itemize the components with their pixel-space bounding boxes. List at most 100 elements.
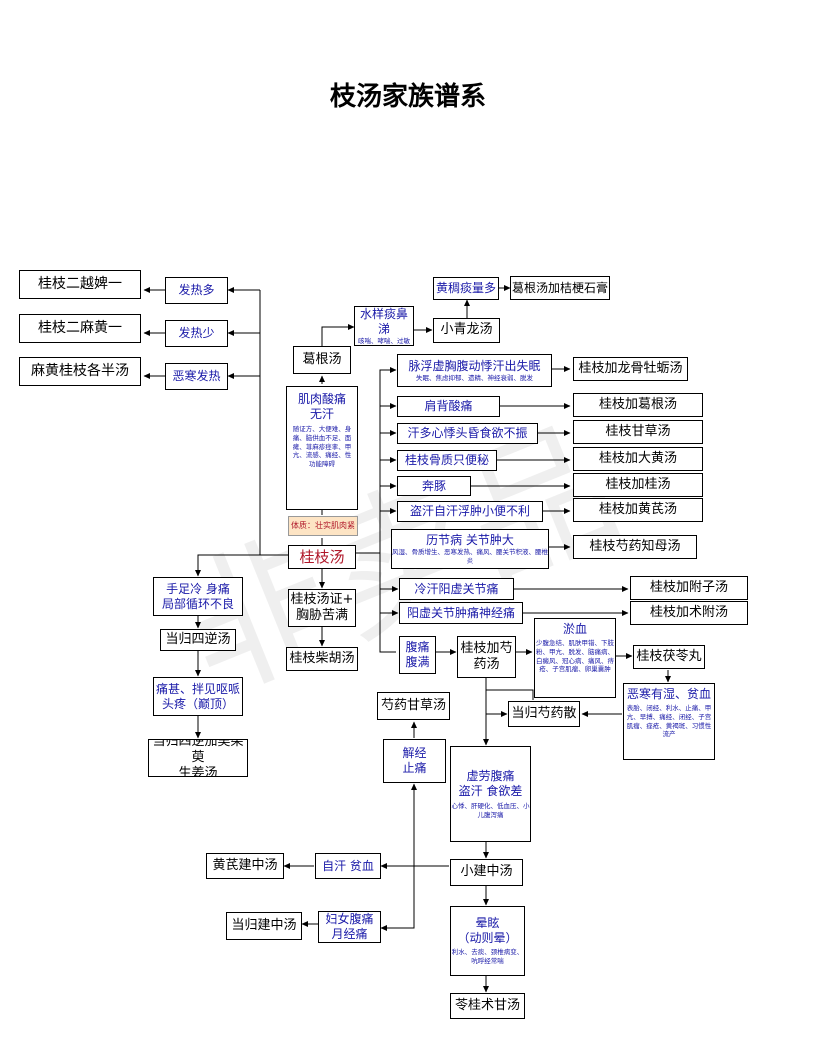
mai-fu-notes: 失眠、焦虑抑郁、遗精、神经衰弱、脱发 bbox=[416, 373, 533, 382]
shui-yang-notes: 咳喘、哮喘、过敏 bbox=[358, 336, 410, 345]
box-long-gu-mu-li: 桂枝加龙骨牡蛎汤 bbox=[573, 357, 688, 381]
label: 麻黄桂枝各半汤 bbox=[31, 362, 129, 379]
label: 自汗 贫血 bbox=[322, 858, 374, 873]
box-shao-yao-zhi-mu: 桂枝芍药知母汤 bbox=[573, 535, 697, 559]
mai-fu-main: 脉浮虚胸腹动悸汗出失眠 bbox=[408, 358, 541, 373]
ji-rou-main: 肌肉酸痛 bbox=[297, 392, 346, 406]
box-chai-hu-tang: 桂枝柴胡汤 bbox=[286, 647, 358, 671]
label: 奔豚 bbox=[421, 478, 446, 493]
label: 桂枝加桂汤 bbox=[605, 476, 671, 492]
box-ma-huang-gui-zhi-ge-ban: 麻黄桂枝各半汤 bbox=[19, 357, 141, 386]
label: 葛根汤加桔梗石膏 bbox=[511, 280, 608, 295]
fu-tong-line1: 腹痛 bbox=[405, 640, 430, 654]
label: 芍药甘草汤 bbox=[380, 697, 446, 713]
box-ling-gui-zhu-gan: 苓桂术甘汤 bbox=[450, 993, 525, 1019]
box-gui-zhi-er-ma-huang-yi: 桂枝二麻黄一 bbox=[19, 314, 141, 343]
label: 体质：壮实肌肉紧 bbox=[291, 521, 355, 530]
label: 葛根汤 bbox=[302, 351, 342, 367]
tong-shen-line1: 痛甚、拌见呕哌 bbox=[155, 681, 240, 696]
box-ji-rou-suan-tong: 肌肉酸痛 无汗 随证方、大便难、身痛、脑供血不足、面瘫、荨麻疹痉挛、甲亢、流感、… bbox=[286, 386, 358, 510]
wu-han-shi-notes: 表胎、闭经、利水、止痛、甲亢、早搏、痛经、闭经、子宫肌瘤、痤疮、黄褐斑、习惯性流… bbox=[626, 704, 712, 739]
label: 阳虚关节肿痛神经痛 bbox=[406, 605, 515, 620]
box-jie-jing-zhi-tong: 解经 止痛 bbox=[383, 739, 446, 783]
box-gui-zhi-er-yue-bi-yi: 桂枝二越婢一 bbox=[19, 270, 141, 299]
xu-lao-notes: 心悸、肝硬化、低血压、小儿腹泻痛 bbox=[451, 801, 530, 819]
box-yang-xu-zhong-tong: 阳虚关节肿痛神经痛 bbox=[399, 602, 523, 624]
box-fu-nv-fu-tong: 妇女腹痛 月经痛 bbox=[318, 911, 381, 943]
label: 桂枝芍药知母汤 bbox=[589, 538, 681, 554]
ji-rou-sub: 无汗 bbox=[309, 407, 334, 421]
label: 桂枝加龙骨牡蛎汤 bbox=[578, 360, 683, 376]
label: 发热少 bbox=[178, 326, 215, 340]
box-fa-re-shao: 发热少 bbox=[165, 320, 228, 347]
label: 桂枝汤 bbox=[299, 547, 345, 566]
label: 桂枝加附子汤 bbox=[649, 579, 728, 595]
jia-shao-line2: 药汤 bbox=[473, 657, 500, 672]
label: 肩背酸痛 bbox=[424, 399, 473, 413]
label: 桂枝加葛根汤 bbox=[598, 396, 677, 412]
label: 桂枝二越婢一 bbox=[38, 275, 122, 292]
box-ge-gen-jia-jie-geng: 葛根汤加桔梗石膏 bbox=[510, 276, 610, 300]
xu-lao-line1: 虚劳腹痛 bbox=[466, 768, 515, 783]
fu-nv-line2: 月经痛 bbox=[331, 927, 368, 941]
box-huang-chou-tan: 黄稠痰量多 bbox=[433, 277, 499, 300]
fu-tong-line2: 腹满 bbox=[405, 655, 430, 669]
wu-zhu-yu-line1: 当归四逆加吴茱萸 bbox=[152, 739, 244, 765]
wu-zhu-yu-line2: 生姜汤 bbox=[178, 766, 218, 777]
box-xu-lao-fu-tong: 虚劳腹痛 盗汗 食欲差 心悸、肝硬化、低血压、小儿腹泻痛 bbox=[450, 746, 531, 842]
box-gui-zhi-tang: 桂枝汤 bbox=[288, 545, 356, 569]
label: 桂枝柴胡汤 bbox=[289, 650, 355, 666]
box-dang-gui-jian-zhong: 当归建中汤 bbox=[226, 912, 302, 940]
label: 冷汗阳虚关节痛 bbox=[414, 581, 499, 596]
label: 桂枝加大黄汤 bbox=[598, 450, 677, 466]
box-yu-xue: 淤血 少腹急结、肌肤甲错、下肢粉、甲亢、脱发、脑痛病、白癜风、冠心病、痛风、痔疮… bbox=[534, 618, 616, 698]
label: 小建中汤 bbox=[460, 864, 513, 880]
box-han-duo-xin-ji: 汗多心悸头昏食欲不振 bbox=[397, 423, 538, 444]
label: 桂枝加黄芪汤 bbox=[598, 501, 677, 517]
box-wu-han-you-shi: 恶寒有湿、贫血 表胎、闭经、利水、止痛、甲亢、早搏、痛经、闭经、子宫肌瘤、痤疮、… bbox=[623, 683, 715, 760]
box-gu-zhi-bian-mi: 桂枝骨质只便秘 bbox=[397, 450, 497, 471]
box-jia-gui-tang: 桂枝加桂汤 bbox=[573, 473, 703, 497]
box-wu-han-fa-re: 恶寒发热 bbox=[165, 363, 228, 390]
label: 盗汗自汗浮肿小便不利 bbox=[409, 504, 530, 518]
box-xiao-qing-long-tang: 小青龙汤 bbox=[433, 318, 500, 343]
box-huang-qi-tang: 桂枝加黄芪汤 bbox=[573, 498, 703, 522]
box-fu-tong-fu-man: 腹痛 腹满 bbox=[399, 636, 436, 674]
jia-shao-line1: 桂枝加芍 bbox=[460, 640, 513, 656]
yun-xuan-line2: （动则晕） bbox=[457, 931, 518, 946]
box-xiong-xie-ku-man: 桂枝汤证+ 胸胁苦满 bbox=[288, 589, 356, 627]
label: 黄芪建中汤 bbox=[212, 857, 278, 873]
box-li-jie-bing: 历节病 关节肿大 风湿、骨质增生、恶寒发热、痛风、腰关节积液、腰椎炎 bbox=[391, 529, 549, 569]
label: 桂枝骨质只便秘 bbox=[404, 453, 489, 467]
box-jia-ge-gen-tang: 桂枝加葛根汤 bbox=[573, 393, 703, 417]
box-zi-han-pin-xue: 自汗 贫血 bbox=[315, 853, 381, 879]
label: 发热多 bbox=[178, 283, 215, 297]
box-da-huang-tang: 桂枝加大黄汤 bbox=[573, 447, 703, 471]
page-title: 枝汤家族谱系 bbox=[329, 82, 486, 112]
box-dang-gui-si-ni: 当归四逆汤 bbox=[160, 629, 236, 651]
yu-xue-main: 淤血 bbox=[562, 622, 587, 636]
label: 桂枝甘草汤 bbox=[605, 423, 671, 439]
label: 汗多心悸头昏食欲不振 bbox=[407, 426, 528, 440]
label: 当归芍药散 bbox=[511, 705, 577, 721]
box-dao-han-zi-han: 盗汗自汗浮肿小便不利 bbox=[397, 501, 543, 522]
box-fa-re-duo: 发热多 bbox=[165, 277, 228, 304]
box-huang-qi-jian-zhong: 黄芪建中汤 bbox=[206, 853, 284, 879]
box-xiao-jian-zhong-tang: 小建中汤 bbox=[450, 859, 523, 886]
box-ge-gen-tang: 葛根汤 bbox=[293, 346, 351, 374]
label: 桂枝加术附汤 bbox=[649, 604, 728, 620]
yun-xuan-notes: 利水、去痰、颈椎病变、吭呼经常喘 bbox=[451, 948, 524, 965]
box-yun-xuan: 晕眩 （动则晕） 利水、去痰、颈椎病变、吭呼经常喘 bbox=[450, 906, 525, 976]
box-jia-shao-yao-tang: 桂枝加芍 药汤 bbox=[457, 636, 516, 678]
box-wu-zhu-yu-sheng-jiang: 当归四逆加吴茱萸 生姜汤 bbox=[148, 739, 248, 777]
box-fu-ling-wan: 桂枝茯苓丸 bbox=[633, 645, 705, 669]
shui-yang-main: 水样痰鼻涕 bbox=[359, 306, 408, 336]
yu-xue-notes: 少腹急结、肌肤甲错、下肢粉、甲亢、脱发、脑痛病、白癜风、冠心病、痛风、痔疮、子宫… bbox=[536, 639, 614, 674]
box-shao-yao-gan-cao: 芍药甘草汤 bbox=[377, 692, 450, 720]
box-gan-cao-tang: 桂枝甘草汤 bbox=[573, 420, 703, 444]
box-mai-fu-xu: 脉浮虚胸腹动悸汗出失眠 失眠、焦虑抑郁、遗精、神经衰弱、脱发 bbox=[397, 354, 552, 387]
xu-lao-line2: 盗汗 食欲差 bbox=[458, 783, 523, 798]
box-jia-fu-zi-tang: 桂枝加附子汤 bbox=[630, 576, 748, 600]
xiong-xie-line1: 桂枝汤证+ bbox=[290, 591, 354, 607]
